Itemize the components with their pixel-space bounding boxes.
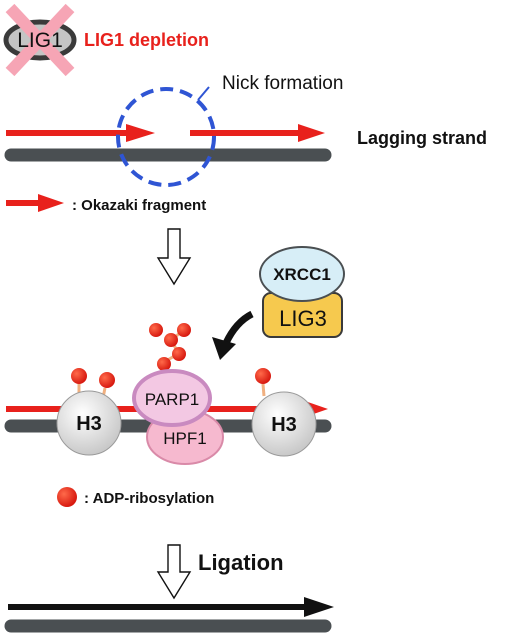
adp-dot-parp1-4 (177, 323, 191, 337)
lig3-label: LIG3 (279, 306, 327, 331)
h3-right-label: H3 (271, 414, 297, 436)
adp-legend-label: : ADP-ribosylation (84, 490, 214, 507)
process-arrow-2 (156, 544, 192, 600)
adp-dot-parp1-5 (149, 323, 163, 337)
parp1-ellipse (132, 369, 212, 427)
lig1-depletion-label: LIG1 depletion (84, 30, 209, 50)
lagging-strand-label: Lagging strand (357, 128, 487, 148)
okazaki-legend-head (38, 194, 64, 212)
xrcc1-label: XRCC1 (273, 265, 331, 284)
nick-leader-line (197, 86, 210, 101)
h3-right-stalk (261, 383, 266, 397)
recruitment-arrow-curve (222, 310, 254, 345)
process-arrow-1 (156, 228, 192, 286)
okazaki-legend-label: : Okazaki fragment (72, 197, 206, 214)
ligated-strand-group (4, 597, 334, 633)
adp-dot-h3-right (255, 368, 271, 384)
adp-dot-h3-left-1 (71, 368, 87, 384)
adp-dot-parp1-1 (157, 357, 171, 371)
adp-dot-h3-left-2 (99, 372, 115, 388)
adp-dot-parp1-2 (172, 347, 186, 361)
nick-formation-label: Nick formation (222, 73, 343, 94)
histone-h3-right (251, 391, 317, 457)
ligation-label: Ligation (198, 550, 284, 575)
adp-dot-parp1-3 (164, 333, 178, 347)
hpf1-label: HPF1 (163, 429, 206, 448)
nick-circle (116, 87, 216, 187)
okazaki-fragment-2-head (298, 124, 325, 142)
chromatin-row: H3 H3 HPF1 PARP1 (4, 323, 332, 465)
adp-legend-dot (57, 487, 77, 507)
lagging-strand-group: Nick formation Lagging strand (4, 73, 487, 187)
lig1-label: LIG1 (17, 29, 63, 52)
h3-left-label: H3 (76, 413, 102, 435)
xrcc1-lig3-complex: XRCC1 LIG3 (259, 246, 345, 338)
lig1-depletion-group: LIG1 LIG1 depletion (3, 3, 209, 77)
recruitment-arrow-head (212, 337, 236, 360)
parp1-label: PARP1 (145, 390, 200, 409)
okazaki-legend: : Okazaki fragment (6, 194, 206, 214)
ligated-fragment-head (304, 597, 334, 617)
okazaki-fragment-1-head (126, 124, 155, 142)
xrcc1-ellipse (259, 246, 345, 302)
histone-h3-left (56, 390, 122, 456)
adp-legend: : ADP-ribosylation (57, 487, 214, 507)
cross-line-b (5, 3, 75, 77)
